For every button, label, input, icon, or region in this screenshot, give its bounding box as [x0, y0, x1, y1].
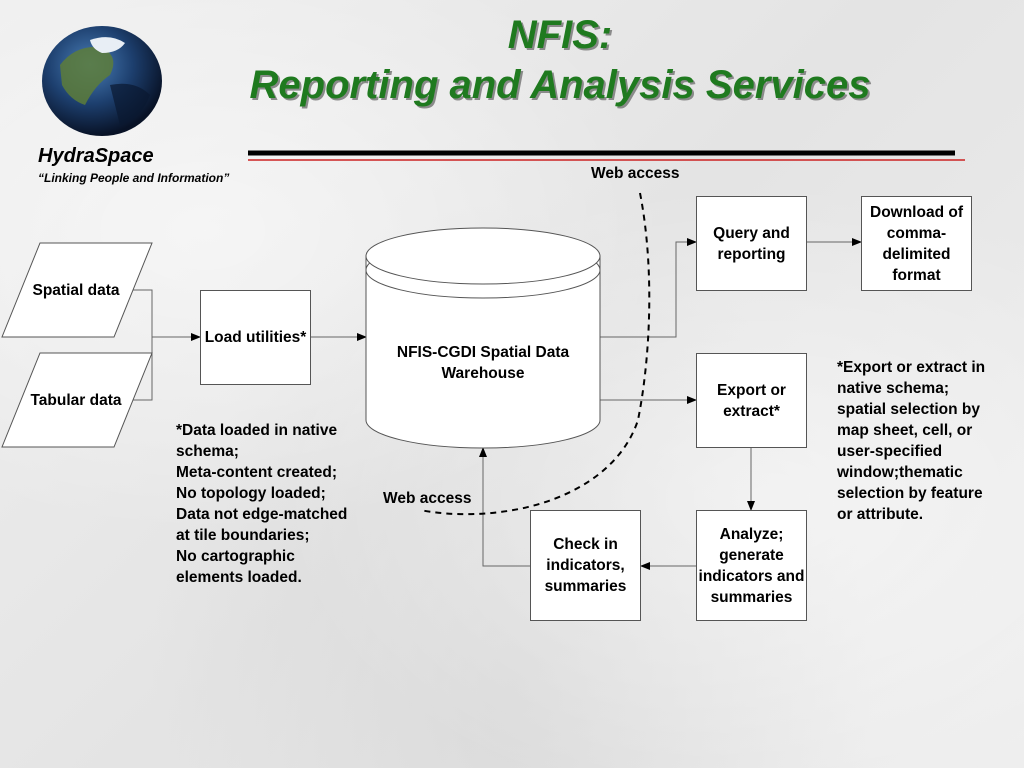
- brand-tagline: “Linking People and Information”: [38, 171, 230, 185]
- connector-spatial: [132, 289, 153, 337]
- spatial-data-label: Spatial data: [32, 281, 120, 299]
- arrow-to-query: [600, 238, 697, 338]
- spatial-data-shape: [1, 242, 153, 338]
- query-reporting-box: Query and reporting: [696, 196, 807, 291]
- tabular-data-label: Tabular data: [30, 391, 122, 409]
- load-utilities-box: Load utilities*: [200, 290, 311, 385]
- web-access-top-label: Web access: [591, 165, 680, 182]
- warehouse-label: NFIS-CGDI Spatial Data Warehouse: [396, 344, 570, 382]
- export-extract-box: Export or extract*: [696, 353, 807, 448]
- analyze-box: Analyze; generate indicators and summari…: [696, 510, 807, 621]
- title-line-2: Reporting and Analysis Services: [249, 63, 871, 107]
- arrow-checkin-to-warehouse: [479, 447, 530, 567]
- check-in-box: Check in indicators, summaries: [530, 510, 641, 621]
- warehouse-cylinder: [365, 227, 601, 449]
- globe-logo: [42, 26, 162, 136]
- export-note: *Export or extract in native schema; spa…: [837, 359, 986, 523]
- page-title: NFIS: Reporting and Analysis Services: [200, 10, 920, 110]
- download-box: Download of comma-delimited format: [861, 196, 972, 291]
- tabular-data-shape: [1, 352, 153, 448]
- brand-name: HydraSpace: [38, 145, 154, 167]
- load-note: *Data loaded in native schema; Meta-cont…: [176, 422, 348, 586]
- web-access-bottom-label: Web access: [383, 490, 472, 507]
- title-line-1: NFIS:: [507, 13, 613, 57]
- connector-tabular: [132, 337, 153, 401]
